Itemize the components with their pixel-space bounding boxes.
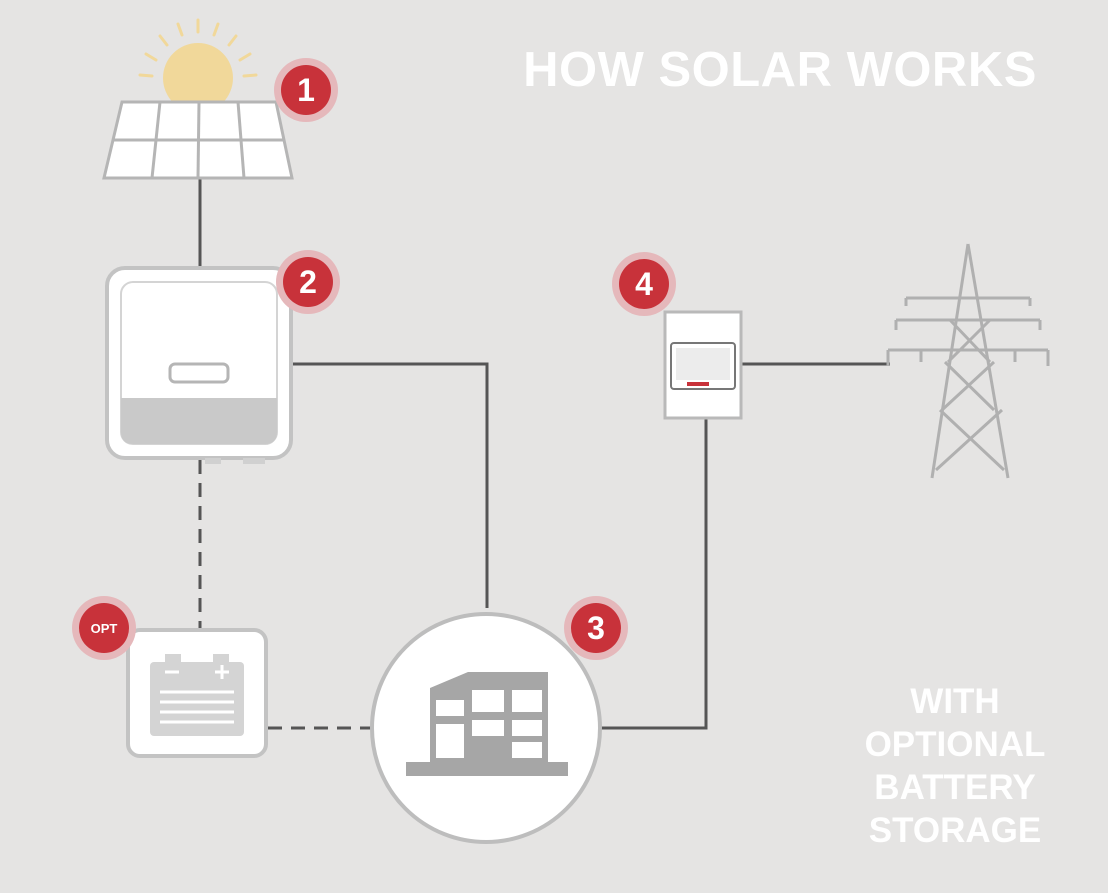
subtitle-line: STORAGE — [868, 811, 1042, 850]
solar-panel-icon — [102, 100, 294, 180]
svg-text:3: 3 — [587, 610, 605, 646]
svg-text:OPT: OPT — [91, 621, 118, 636]
svg-text:2: 2 — [299, 264, 317, 300]
smart-meter-icon — [663, 310, 743, 420]
optional-badge: OPT — [72, 596, 136, 660]
battery-icon — [126, 628, 268, 758]
step-badge-3: 3 — [564, 596, 628, 660]
inverter-icon — [105, 266, 293, 464]
subtitle-line: BATTERY — [874, 768, 1036, 807]
step-badge-1: 1 — [274, 58, 338, 122]
step-badge-4: 4 — [612, 252, 676, 316]
page-title: HOW SOLAR WORKS — [523, 43, 1037, 97]
svg-text:1: 1 — [297, 72, 315, 108]
power-tower-icon — [886, 243, 1050, 479]
subtitle: WITH OPTIONAL BATTERY STORAGE — [830, 680, 1080, 852]
step-badge-2: 2 — [276, 250, 340, 314]
svg-text:4: 4 — [635, 266, 653, 302]
subtitle-line: WITH — [910, 682, 1000, 721]
subtitle-line: OPTIONAL — [864, 725, 1046, 764]
building-icon — [370, 612, 602, 844]
inverter-to-building-line — [290, 362, 489, 608]
building-to-meter-line — [600, 418, 708, 730]
connections — [198, 178, 890, 730]
sun-icon — [138, 18, 258, 113]
